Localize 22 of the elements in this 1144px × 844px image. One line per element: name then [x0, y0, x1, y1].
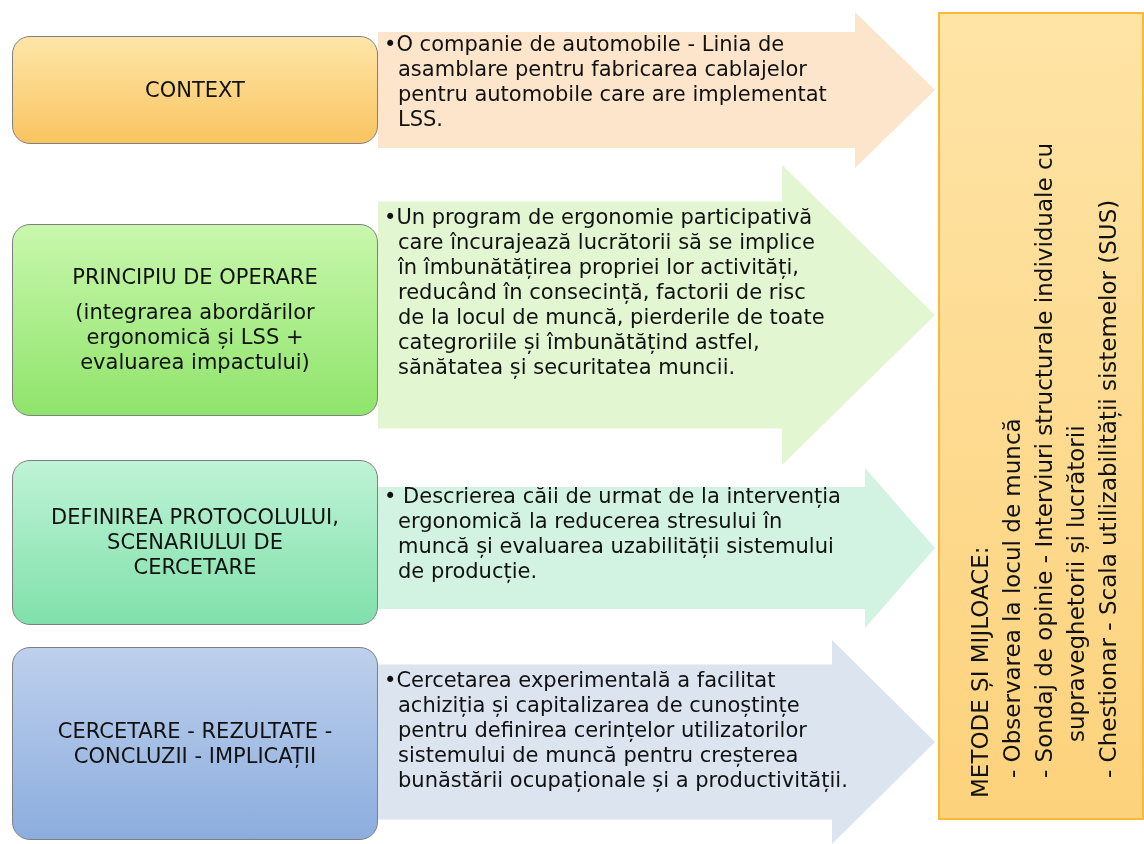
- list-item: - Sondaj de opinie - Interviuri structurale individuale cu supraveghetorii și lucrătorii: [1030, 141, 1090, 780]
- block-arrow: [378, 640, 935, 844]
- stage-title: PRINCIPIU DE OPERARE: [72, 265, 318, 290]
- list-item: - Chestionar - Scala utilizabilității sistemelor (SUS): [1094, 198, 1123, 780]
- stage-title: CONTEXT: [145, 77, 245, 103]
- block-arrow: [378, 468, 935, 628]
- stage-box: [12, 224, 378, 416]
- block-arrow: [378, 165, 935, 465]
- methods-panel: [938, 12, 1144, 820]
- stage-title: CERCETARE - REZULTATE - CONCLUZII - IMPLICAȚII: [56, 718, 334, 769]
- stage-box: [12, 460, 378, 625]
- panel-heading: METODE ȘI MIJLOACE:: [966, 545, 994, 798]
- stage-box: [12, 36, 378, 144]
- list-item: - Observarea la locul de muncă: [998, 417, 1026, 780]
- edge-label: • Descrierea căii de urmat de la intervenția ergonomică la reducerea stresului în muncă și evaluarea uzabilității sistemului de producție.: [384, 484, 842, 584]
- stage-box: [12, 647, 378, 840]
- stage-subtitle: (integrarea abordărilor ergonomică și LSS + evaluarea impactului): [74, 300, 316, 375]
- edge-label: •Un program de ergonomie participativă care încurajează lucrătorii să se implice în îmbunătățirea propriei lor activități, reducând în consecință, factorii de risc de la locul de muncă, pierderile de toate categroriile și îmbunătățind astfel, sănătatea și securitatea muncii.: [384, 205, 826, 380]
- stage-title: DEFINIREA PROTOCOLULUI, SCENARIULUI DE CERCETARE: [50, 505, 340, 580]
- edge-label: •Cercetarea experimentală a facilitat achiziția și capitalizarea de cunoștințe pentru definirea cerințelor utilizatorilor sistemului de muncă pentru creșterea bunăstării ocupaționale și a productivității.: [384, 668, 849, 793]
- block-arrow: [378, 12, 935, 168]
- edge-label: •O companie de automobile - Linia de asamblare pentru fabricarea cablajelor pentru automobile care are implementat LSS.: [384, 32, 828, 132]
